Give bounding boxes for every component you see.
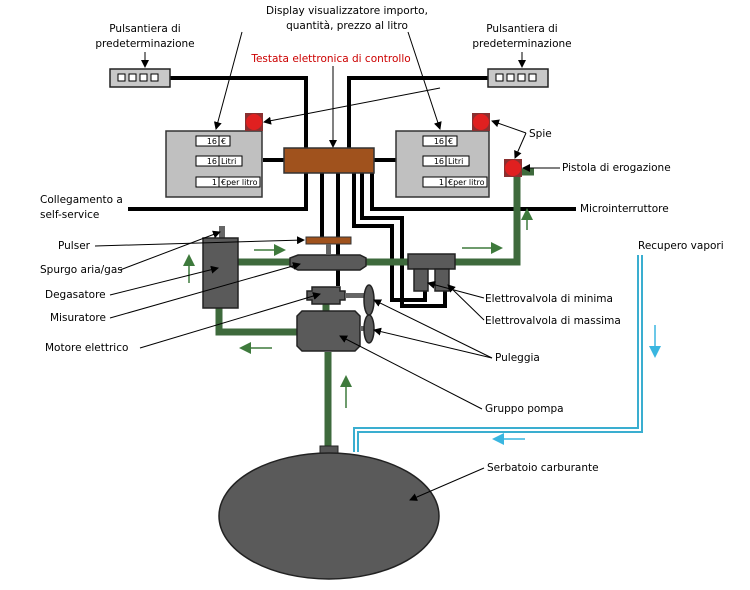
liters-unit: Litri bbox=[448, 157, 463, 166]
keypad-right-label: Pulsantiera di bbox=[486, 23, 557, 35]
spurgo-valve bbox=[219, 226, 225, 238]
labels: Display visualizzatore importo, quantità… bbox=[40, 5, 724, 474]
liters-value: 16 bbox=[434, 157, 444, 166]
control-head bbox=[283, 147, 375, 174]
serbatoio-label: Serbatoio carburante bbox=[487, 462, 599, 474]
degasser bbox=[202, 237, 239, 309]
lamp-nozzle bbox=[504, 159, 522, 177]
keypad-left-label: Pulsantiera di bbox=[109, 23, 180, 35]
recupero-label: Recupero vapori bbox=[638, 240, 724, 252]
microinterruttore-label: Microinterruttore bbox=[580, 203, 669, 215]
fuel-pipes bbox=[215, 168, 534, 446]
pulser-label: Pulser bbox=[58, 240, 91, 252]
display-label-2: quantità, prezzo al litro bbox=[286, 20, 408, 32]
puleggia-label: Puleggia bbox=[495, 352, 540, 364]
misuratore-label: Misuratore bbox=[50, 312, 106, 324]
head-label: Testata elettronica di controllo bbox=[250, 53, 410, 65]
price-value: 1 bbox=[212, 178, 217, 187]
price-unit: €per litro bbox=[448, 178, 485, 187]
keypad-right-label-2: predeterminazione bbox=[472, 38, 571, 50]
price-unit: €per litro bbox=[221, 178, 258, 187]
pulley-lower bbox=[363, 314, 375, 344]
keypad-right[interactable] bbox=[487, 68, 549, 88]
price-value: 1 bbox=[439, 178, 444, 187]
liters-unit: Litri bbox=[221, 157, 236, 166]
liters-value: 16 bbox=[207, 157, 217, 166]
display-label: Display visualizzatore importo, bbox=[266, 5, 428, 17]
pistola-label: Pistola di erogazione bbox=[562, 162, 671, 174]
pulser-shaft bbox=[326, 244, 331, 254]
lamp-right bbox=[472, 113, 490, 131]
amount-value: 16 bbox=[207, 137, 217, 146]
vapor-recovery-pipe bbox=[353, 255, 643, 452]
spurgo-label: Spurgo aria/gas bbox=[40, 264, 123, 276]
fuel-tank bbox=[218, 452, 440, 580]
pulser bbox=[305, 236, 352, 245]
amount-unit: € bbox=[448, 137, 453, 146]
ev-massima-label: Elettrovalvola di massima bbox=[485, 315, 621, 327]
display-left: 16 € 16 Litri 1 €per litro bbox=[165, 130, 263, 198]
amount-unit: € bbox=[221, 137, 226, 146]
lamp-left bbox=[245, 113, 263, 131]
motore-label: Motore elettrico bbox=[45, 342, 128, 354]
leader-lines bbox=[94, 31, 560, 501]
flow-arrows bbox=[183, 208, 661, 445]
ev-minima-label: Elettrovalvola di minima bbox=[485, 293, 613, 305]
spie-label: Spie bbox=[529, 128, 552, 140]
selfservice-label-2: self-service bbox=[40, 209, 99, 221]
selfservice-label: Collegamento a bbox=[40, 194, 123, 206]
meter bbox=[306, 286, 346, 305]
keypad-left[interactable] bbox=[109, 68, 171, 88]
amount-value: 16 bbox=[434, 137, 444, 146]
pulley-upper bbox=[363, 284, 375, 316]
pompa-label: Gruppo pompa bbox=[485, 403, 564, 415]
display-right: 16 € 16 Litri 1 €per litro bbox=[395, 130, 490, 198]
degasatore-label: Degasatore bbox=[45, 289, 106, 301]
electric-motor bbox=[296, 310, 361, 352]
keypad-left-label-2: predeterminazione bbox=[95, 38, 194, 50]
meter-pipe-body bbox=[289, 254, 367, 271]
